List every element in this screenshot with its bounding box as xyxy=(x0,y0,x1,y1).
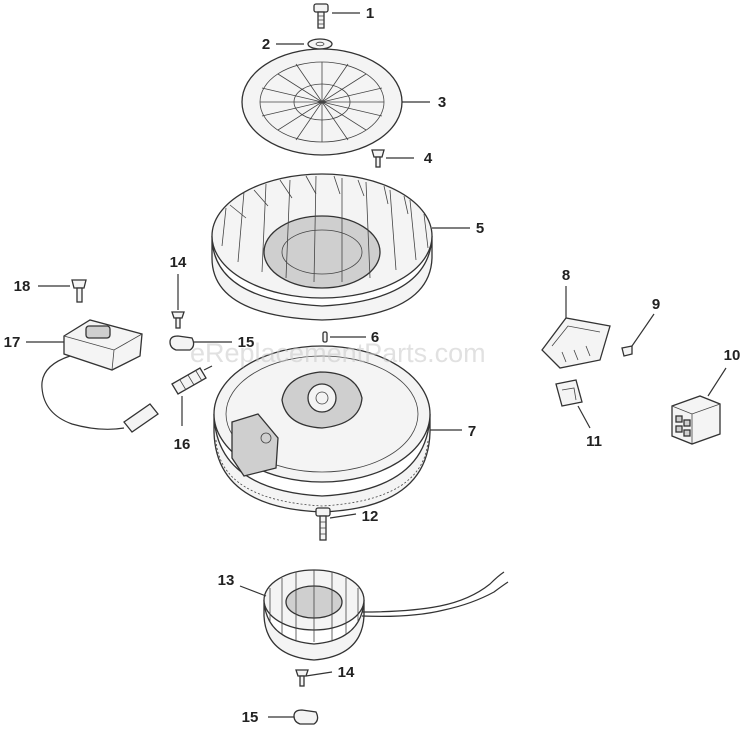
part-3-grass-screen[interactable] xyxy=(241,48,403,156)
callout-9: 9 xyxy=(652,296,660,313)
callouts: 1 2 3 4 5 6 7 8 9 10 11 12 13 14 14 15 1… xyxy=(4,5,741,726)
callout-16: 16 xyxy=(174,436,191,453)
callout-15-upper: 15 xyxy=(238,334,255,351)
part-1-bolt[interactable] xyxy=(313,3,329,29)
callout-6: 6 xyxy=(371,329,379,346)
watermark-text: eReplacementParts.com xyxy=(190,338,486,368)
callout-2: 2 xyxy=(262,36,270,53)
part-2-washer[interactable] xyxy=(307,38,333,50)
callout-14-upper: 14 xyxy=(170,254,187,271)
callout-14-lower: 14 xyxy=(338,664,355,681)
part-12-bolt[interactable] xyxy=(315,507,331,541)
part-15-clip-upper[interactable] xyxy=(169,335,195,351)
callout-8: 8 xyxy=(562,267,570,284)
part-8-rectifier-regulator[interactable] xyxy=(541,317,611,369)
part-11-clip[interactable] xyxy=(555,379,583,407)
callout-1: 1 xyxy=(366,5,374,22)
callout-13: 13 xyxy=(218,572,235,589)
part-16-spark-plug[interactable] xyxy=(171,365,213,395)
part-14-screw-upper[interactable] xyxy=(171,311,185,329)
callout-11: 11 xyxy=(586,433,602,450)
part-14-screw-lower[interactable] xyxy=(295,669,309,687)
callout-15-lower: 15 xyxy=(242,709,259,726)
callout-10: 10 xyxy=(724,347,741,364)
callout-7: 7 xyxy=(468,423,476,440)
part-13-stator[interactable] xyxy=(263,569,509,661)
callout-5: 5 xyxy=(476,220,484,237)
part-4-screw[interactable] xyxy=(371,149,385,168)
part-6-woodruff-key[interactable] xyxy=(322,331,328,343)
part-9-screw[interactable] xyxy=(621,345,633,357)
part-7-flywheel[interactable] xyxy=(213,345,431,513)
part-18-screw[interactable] xyxy=(71,279,87,303)
part-10-connector[interactable] xyxy=(671,395,721,445)
callout-3: 3 xyxy=(438,94,446,111)
part-5-flywheel-fan[interactable] xyxy=(211,173,433,321)
callout-12: 12 xyxy=(362,508,379,525)
leader-lines xyxy=(26,12,727,718)
part-15-clip-lower[interactable] xyxy=(293,709,319,725)
callout-4: 4 xyxy=(424,150,433,167)
callout-17: 17 xyxy=(4,334,21,351)
part-17-ignition-module[interactable] xyxy=(41,319,159,433)
callout-18: 18 xyxy=(14,278,31,295)
